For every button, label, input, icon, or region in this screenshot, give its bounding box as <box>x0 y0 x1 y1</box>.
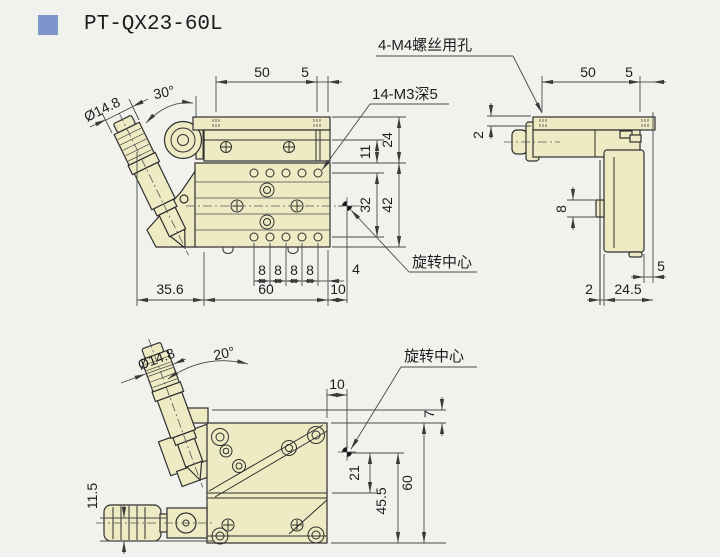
label-m4-holes: 4-M4螺丝用孔 <box>378 37 472 54</box>
bottom-view: 7 60 45.5 21 10 <box>84 338 477 554</box>
rotation-center-marker-bottom <box>338 443 356 461</box>
dim-front-11: 11 <box>357 145 373 160</box>
dim-front-angle: 30° <box>152 82 176 102</box>
dim-front-pitch-4: 8 <box>306 262 314 278</box>
page-header: PT-QX23-60L <box>38 13 223 36</box>
dim-side-b2: 2 <box>585 281 593 297</box>
dim-side-top-width: 50 <box>580 64 596 80</box>
side-dimensions: 50 5 4-M4螺丝用孔 2 8 5 <box>376 37 666 306</box>
front-upper-block <box>203 129 331 162</box>
side-plate-hidden-screws <box>539 119 649 128</box>
dim-front-pitch-1: 8 <box>258 262 266 278</box>
bottom-side-knob <box>96 504 214 542</box>
side-top-plate <box>532 116 656 131</box>
dim-front-32: 32 <box>357 197 373 213</box>
dim-front-knob-dia: Ø14.8 <box>81 94 122 125</box>
front-plate-hidden-screws <box>212 119 321 128</box>
bottom-bar-screws <box>221 518 304 532</box>
front-dimensions: 50 5 11 32 24 42 <box>81 64 477 306</box>
dim-front-pitch-2: 8 <box>274 262 282 278</box>
bottom-dimensions: 7 60 45.5 21 10 <box>84 343 477 554</box>
rotation-center-marker-front <box>338 197 356 215</box>
front-top-plate <box>192 116 331 131</box>
dim-front-42: 42 <box>379 197 395 213</box>
front-counterbores <box>259 182 275 230</box>
dim-front-top-edge: 5 <box>301 64 309 80</box>
label-rotation-center-bottom: 旋转中心 <box>404 348 464 365</box>
title-bullet-icon <box>38 14 58 35</box>
dim-side-depth: 24.5 <box>614 281 641 297</box>
dim-side-tab8: 8 <box>553 205 569 213</box>
dim-side-top-edge: 5 <box>625 64 633 80</box>
dim-front-width: 60 <box>258 281 274 297</box>
side-leg <box>603 149 645 253</box>
dim-bottom-t7: 7 <box>421 410 437 418</box>
label-rotation-center-front: 旋转中心 <box>412 254 472 271</box>
bottom-counterbores <box>219 440 297 473</box>
dim-front-left: 35.6 <box>156 281 183 297</box>
label-m3-thread: 14-M3深5 <box>372 86 438 103</box>
side-view: 50 5 4-M4螺丝用孔 2 8 5 <box>376 37 666 306</box>
front-upper-screws <box>220 141 295 153</box>
front-view: 50 5 11 32 24 42 <box>81 64 477 306</box>
dim-front-offset10: 10 <box>330 281 346 297</box>
dim-front-pitch-3: 8 <box>290 262 298 278</box>
bottom-corner-lugs <box>211 426 325 545</box>
dim-side-b5: 5 <box>657 258 665 274</box>
dim-bottom-d21: 21 <box>346 465 362 481</box>
dim-bottom-h60: 60 <box>399 475 415 491</box>
dim-front-top-width: 50 <box>254 64 270 80</box>
dim-side-t2: 2 <box>470 131 486 139</box>
dim-front-24: 24 <box>379 132 395 148</box>
front-main-body <box>194 162 331 248</box>
side-foot <box>628 251 643 258</box>
side-step <box>629 134 642 143</box>
page-title: PT-QX23-60L <box>84 13 223 36</box>
front-hole-rows <box>249 168 323 242</box>
dim-bottom-angle: 20° <box>212 343 236 363</box>
front-foot <box>287 247 299 254</box>
front-bracket-hole <box>179 194 189 204</box>
dim-bottom-k11: 11.5 <box>84 483 100 509</box>
dim-bottom-offset10: 10 <box>329 376 345 392</box>
front-micrometer <box>113 113 189 256</box>
front-foot <box>222 247 234 254</box>
dim-front-gap4: 4 <box>352 261 360 277</box>
dim-bottom-d45: 45.5 <box>373 487 389 514</box>
